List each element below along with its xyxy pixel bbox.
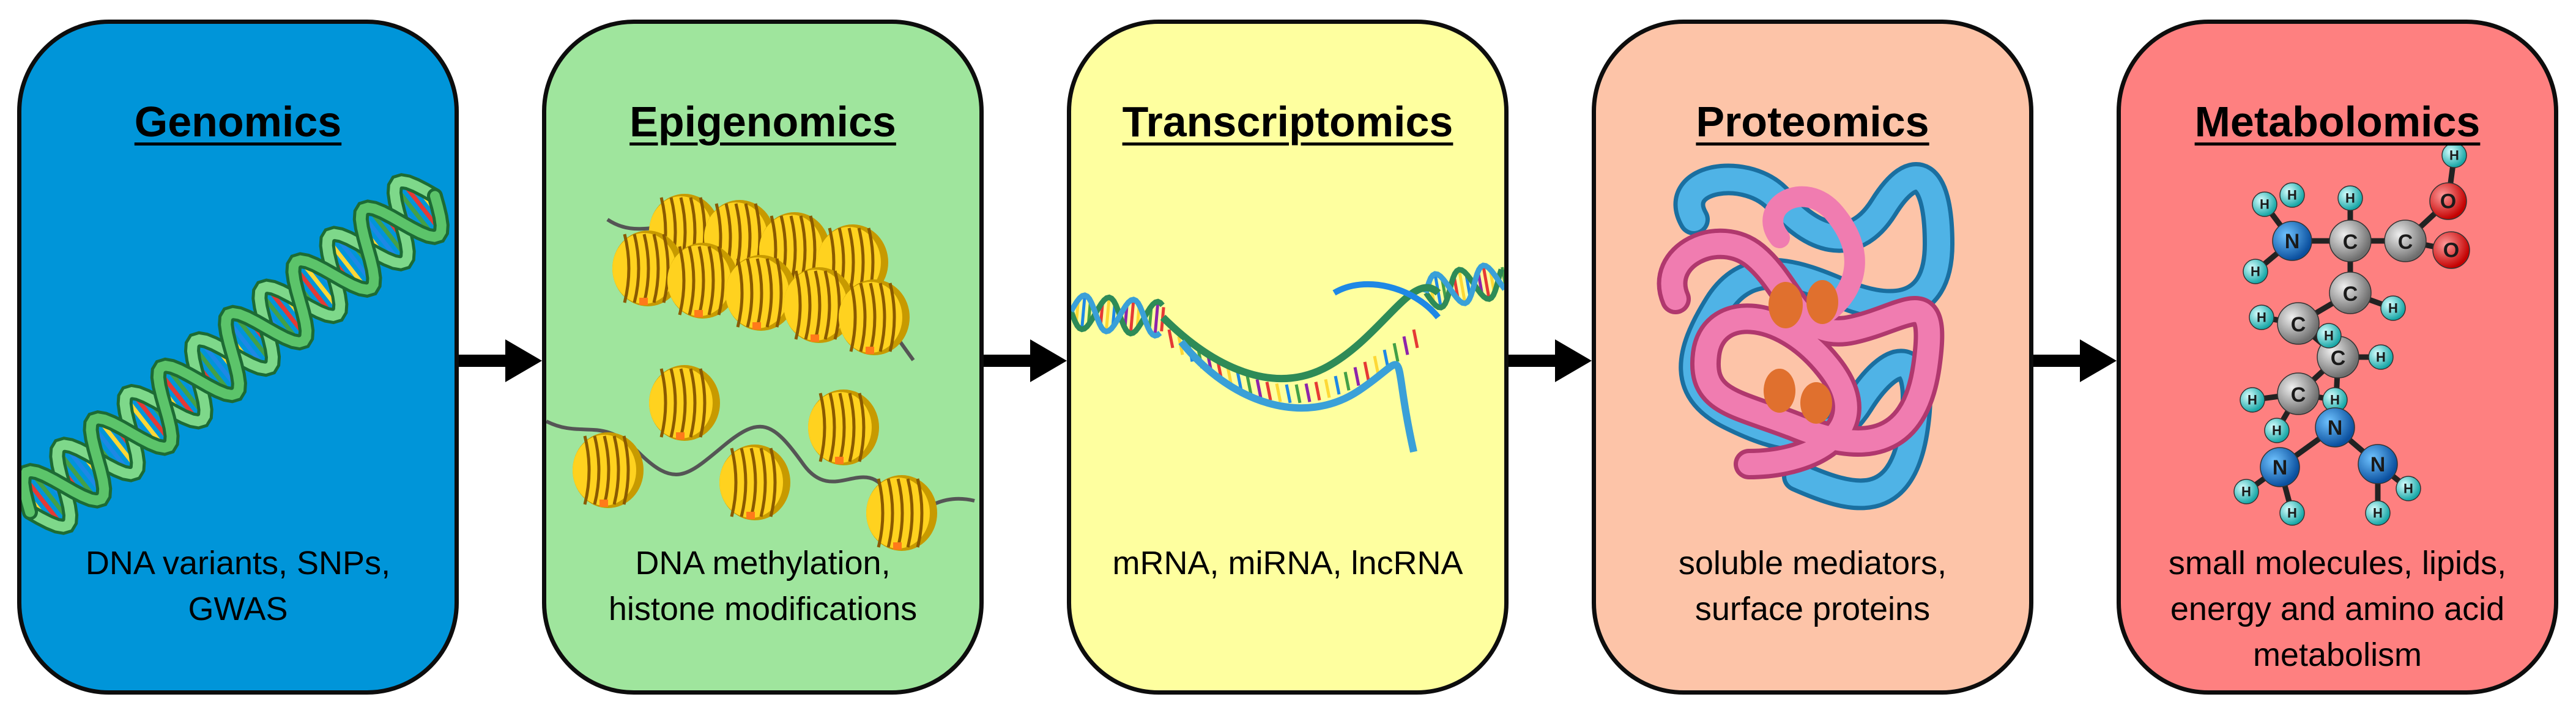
description-line: DNA variants, SNPs, (85, 545, 391, 581)
svg-text:H: H (2260, 197, 2270, 212)
arrow-right-icon (459, 339, 542, 382)
genomics-panel: Genomics DNA variants, SNPs, GWAS (17, 20, 459, 695)
svg-text:H: H (2251, 264, 2260, 279)
description-line: histone modifications (608, 591, 918, 627)
rna-strand-icon (1071, 262, 1504, 453)
panel-description: soluble mediators, surface proteins (1614, 541, 2011, 632)
svg-text:C: C (2291, 313, 2306, 336)
description-line: GWAS (188, 591, 288, 627)
panel-title: Genomics (134, 98, 342, 146)
transcriptomics-panel: Transcriptomics mRNA, miRNA, lncRNA (1067, 20, 1509, 695)
description-line: surface proteins (1694, 591, 1931, 627)
svg-text:C: C (2291, 383, 2306, 407)
description-line: energy and amino acid (2170, 591, 2505, 627)
svg-text:H: H (2324, 328, 2334, 344)
svg-text:H: H (2345, 191, 2355, 206)
panel-title: Epigenomics (629, 98, 896, 146)
svg-text:C: C (2398, 231, 2413, 254)
svg-text:N: N (2285, 230, 2300, 253)
svg-text:O: O (2440, 190, 2456, 213)
svg-text:H: H (2287, 188, 2297, 203)
description-line: metabolism (2252, 637, 2422, 673)
panel-description: small molecules, lipids, energy and amin… (2139, 541, 2536, 678)
svg-text:N: N (2370, 453, 2386, 476)
svg-text:H: H (2241, 484, 2251, 500)
panel-title: Proteomics (1696, 98, 1929, 146)
arrow-right-icon (2033, 339, 2117, 382)
panel-title: Metabolomics (2194, 98, 2481, 146)
panel-description: DNA methylation, histone modifications (565, 541, 961, 632)
svg-text:H: H (2376, 350, 2386, 365)
svg-text:H: H (2449, 148, 2459, 163)
dna-helix-icon (21, 173, 450, 535)
svg-text:N: N (2328, 416, 2343, 440)
svg-text:H: H (2388, 301, 2398, 316)
svg-text:C: C (2331, 347, 2346, 370)
nucleosome-icon (546, 194, 975, 551)
svg-text:H: H (2272, 423, 2282, 438)
svg-text:H: H (2287, 506, 2297, 521)
svg-text:H: H (2403, 481, 2413, 496)
svg-text:H: H (2248, 393, 2257, 408)
panel-description: DNA variants, SNPs, GWAS (40, 541, 436, 632)
panel-description: mRNA, miRNA, lncRNA (1089, 541, 1486, 586)
svg-text:C: C (2343, 231, 2358, 254)
arrow-right-icon (984, 339, 1067, 382)
epigenomics-panel: Epigenomics DNA methylation, histone mod… (542, 20, 984, 695)
svg-text:O: O (2443, 238, 2459, 262)
description-line: DNA methylation, (635, 545, 891, 581)
description-line: small molecules, lipids, (2168, 545, 2507, 581)
protein-structure-icon (1657, 162, 1955, 511)
arrow-right-icon (1509, 339, 1592, 382)
proteomics-panel: Proteomics soluble mediators, surface pr… (1592, 20, 2033, 695)
svg-text:N: N (2273, 456, 2288, 479)
svg-text:H: H (2330, 393, 2340, 408)
panel-title: Transcriptomics (1122, 98, 1453, 146)
description-line: soluble mediators, (1678, 545, 1947, 581)
description-line: mRNA, miRNA, lncRNA (1112, 545, 1463, 581)
svg-text:H: H (2373, 506, 2383, 521)
svg-text:C: C (2343, 282, 2358, 306)
svg-text:H: H (2257, 310, 2266, 325)
